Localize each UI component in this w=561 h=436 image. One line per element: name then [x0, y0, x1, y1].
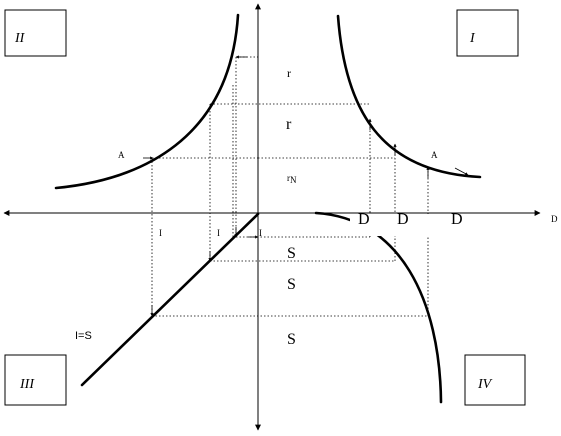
- label-s-1: S: [287, 245, 296, 262]
- curve-arrow-q1: [454, 167, 469, 176]
- guide-lines: [151, 56, 429, 317]
- label-s-3: S: [287, 331, 296, 348]
- quadrant-iii-line: [80, 212, 260, 387]
- guide-arrows: [143, 55, 430, 317]
- label-i-1: I: [159, 228, 162, 238]
- d-labels: D D D: [350, 211, 480, 236]
- quadrant-iv-curve: [314, 211, 443, 404]
- label-i-equals-s: I=S: [75, 330, 92, 342]
- label-d-1: D: [358, 211, 370, 228]
- quadrant-label-iii: III: [19, 377, 35, 392]
- label-d-2: D: [397, 211, 409, 228]
- label-i-3: I: [259, 228, 262, 238]
- label-i-2: I: [217, 228, 220, 238]
- label-r-n: rN: [287, 173, 297, 185]
- quadrant-label-iv: IV: [477, 377, 493, 392]
- quadrant-label-ii: II: [14, 31, 26, 46]
- point-mark-q1: A: [431, 150, 438, 160]
- quadrant-i-curve: [336, 14, 482, 179]
- label-s-2: S: [287, 276, 296, 293]
- label-x-axis-end: D: [551, 214, 558, 224]
- quadrant-ii-curve: [54, 13, 240, 190]
- quadrant-box-iv: IV: [464, 354, 526, 406]
- quadrant-label-i: I: [469, 31, 476, 46]
- quadrant-box-i: I: [456, 9, 519, 57]
- label-r-middle: r: [286, 116, 292, 133]
- quadrant-box-iii: III: [4, 354, 67, 406]
- label-d-3: D: [451, 211, 463, 228]
- quadrant-box-ii: II: [4, 9, 67, 57]
- point-mark-q2: A: [118, 150, 125, 160]
- label-r-top: r: [287, 66, 291, 80]
